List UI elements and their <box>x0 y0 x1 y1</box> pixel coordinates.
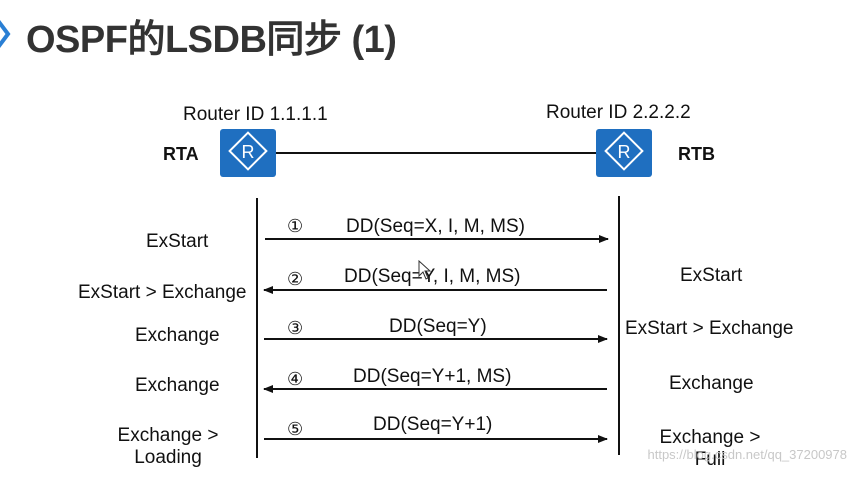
page-title: OSPF的LSDB同步 (1) <box>26 19 397 61</box>
router-b-name: RTB <box>678 144 715 164</box>
message-text-5: DD(Seq=Y+1) <box>373 414 493 435</box>
router-a-icon: R <box>220 129 276 177</box>
router-b-id: Router ID 2.2.2.2 <box>546 102 691 123</box>
message-num-1: ① <box>287 216 304 236</box>
message-num-5: ⑤ <box>287 419 304 439</box>
rta-state-exstart-exchange: ExStart > Exchange <box>78 282 247 303</box>
rta-state-line-2: Loading <box>134 447 202 468</box>
message-text-1: DD(Seq=X, I, M, MS) <box>346 216 525 237</box>
rta-state-exstart: ExStart <box>146 231 209 252</box>
rtb-state-exstart-exchange: ExStart > Exchange <box>625 318 794 339</box>
svg-text:R: R <box>242 142 255 162</box>
message-num-2: ② <box>287 269 304 289</box>
rtb-state-line-1: Exchange > <box>659 427 761 448</box>
rta-state-line-1: Exchange > <box>117 425 219 446</box>
rtb-state-exstart: ExStart <box>680 265 743 286</box>
router-a-name: RTA <box>163 144 199 164</box>
message-text-3: DD(Seq=Y) <box>389 316 487 337</box>
mouse-cursor-icon <box>418 260 432 280</box>
rta-state-exchange-loading: Exchange > Loading <box>110 425 226 469</box>
message-num-4: ④ <box>287 369 304 389</box>
chevron-right-icon <box>0 20 11 48</box>
rtb-state-exchange-full: Exchange > Full <box>652 427 768 471</box>
router-b-icon: R <box>596 129 652 177</box>
rtb-state-line-2: Full <box>694 449 726 470</box>
watermark: https://blog.csdn.net/qq_37200978 <box>647 447 848 462</box>
message-num-3: ③ <box>287 318 304 338</box>
rta-state-exchange-1: Exchange <box>135 325 220 346</box>
router-a-id: Router ID 1.1.1.1 <box>183 104 328 125</box>
rta-state-exchange-2: Exchange <box>135 375 220 396</box>
message-text-4: DD(Seq=Y+1, MS) <box>353 366 512 387</box>
svg-text:R: R <box>618 142 631 162</box>
message-text-2: DD(Seq=Y, I, M, MS) <box>344 266 521 287</box>
rtb-state-exchange: Exchange <box>669 373 754 394</box>
